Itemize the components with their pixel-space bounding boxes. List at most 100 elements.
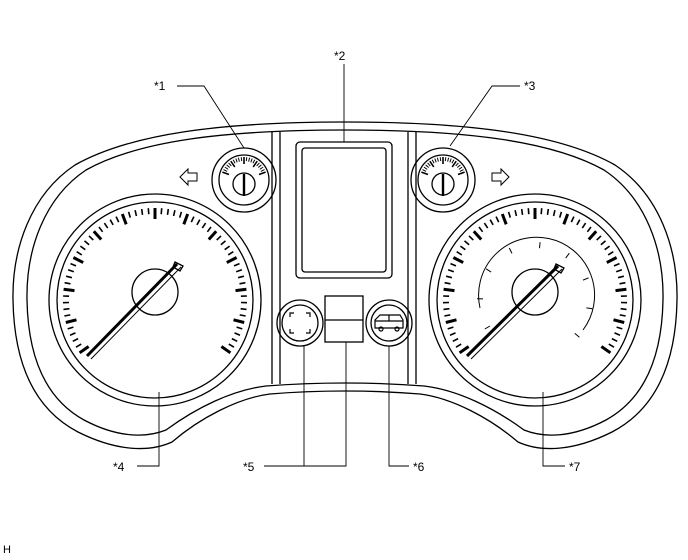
dial-tick xyxy=(576,219,581,226)
dial-tick xyxy=(64,314,71,317)
dial-tick xyxy=(546,208,550,216)
dial-tick xyxy=(527,208,530,215)
dial-tick xyxy=(245,157,248,162)
dial-tick xyxy=(103,222,109,229)
dial-tick xyxy=(613,262,620,267)
dial-tick xyxy=(224,245,231,251)
dial-tick xyxy=(604,245,611,251)
dial-tick xyxy=(109,219,114,226)
dial-tick xyxy=(615,287,627,293)
dial-tick xyxy=(72,337,79,343)
dial-tick xyxy=(463,240,470,246)
dial-tick xyxy=(570,216,575,223)
dial-tick xyxy=(452,337,459,343)
dial-tick xyxy=(447,326,454,330)
dial-tick xyxy=(252,160,258,168)
dial-tick xyxy=(223,169,228,172)
dial-tick xyxy=(485,268,492,273)
dial-tick xyxy=(240,157,243,162)
dial-tick xyxy=(127,211,132,218)
callout-2: *2 xyxy=(334,49,346,63)
dial-tick xyxy=(423,166,428,170)
dial-tick xyxy=(596,235,602,241)
dial-tick xyxy=(172,210,176,217)
dial-tick xyxy=(429,160,435,168)
leader-lines xyxy=(137,64,565,467)
dial-tick xyxy=(478,226,484,233)
dial-tick xyxy=(443,307,450,311)
dashed-square-icon xyxy=(289,312,311,334)
dial-tick xyxy=(489,219,494,226)
dial-tick xyxy=(484,325,491,330)
dial-tick xyxy=(78,345,90,355)
dial-tick xyxy=(220,345,232,355)
dial-tick xyxy=(252,159,256,164)
dial-tick xyxy=(586,307,593,310)
dial-tick xyxy=(65,318,77,324)
dial-tick xyxy=(228,162,232,167)
dial-tick xyxy=(447,157,450,162)
callout-5: *5 xyxy=(243,460,255,474)
dial-tick xyxy=(257,164,262,168)
dial-tick xyxy=(79,245,86,251)
sub-gauge-right xyxy=(410,147,476,213)
dial-tick xyxy=(449,332,456,336)
dial-tick xyxy=(451,160,457,168)
dial-tick xyxy=(508,247,513,254)
dial-tick xyxy=(552,210,556,217)
dial-tick xyxy=(472,230,483,241)
dial-tick xyxy=(427,162,431,167)
dial-tick xyxy=(227,251,234,256)
dial-tick xyxy=(166,208,170,216)
dial-tick xyxy=(600,240,607,246)
dial-tick xyxy=(76,251,83,256)
dial-tick xyxy=(558,211,563,218)
dial-tick xyxy=(220,240,227,246)
dial-tick xyxy=(451,159,455,164)
dial-tick xyxy=(445,318,457,324)
dial-tick xyxy=(452,256,464,264)
dial-tick xyxy=(457,171,465,176)
dial-tick xyxy=(72,256,84,264)
dial-tick xyxy=(67,269,75,273)
dial-tick xyxy=(63,307,70,311)
dial-tick xyxy=(514,210,518,217)
dial-tick xyxy=(436,157,439,162)
dial-tick xyxy=(178,211,183,218)
sub-gauge-left xyxy=(211,147,277,213)
dial-tick xyxy=(237,275,245,279)
dial-tick xyxy=(439,157,442,162)
dial-tick xyxy=(237,157,240,162)
dial-tick xyxy=(431,159,435,164)
multi-information-display xyxy=(295,141,393,279)
dial-tick xyxy=(611,337,618,343)
dial-tick xyxy=(587,230,598,241)
dial-tick xyxy=(562,213,570,225)
dial-tick xyxy=(67,326,74,330)
dial-tick xyxy=(582,277,589,281)
dial-tick xyxy=(256,162,260,167)
callout-3: *3 xyxy=(524,79,536,93)
dial-tick xyxy=(239,281,246,285)
dial-tick xyxy=(234,332,241,336)
dial-tick xyxy=(196,219,201,226)
dial-tick xyxy=(500,213,508,225)
dial-tick xyxy=(236,326,243,330)
left-gauge xyxy=(48,193,262,407)
right-gauge-needle xyxy=(465,263,565,360)
dial-tick xyxy=(248,157,251,162)
dial-tick xyxy=(468,235,474,241)
dial-tick xyxy=(75,343,82,348)
dial-tick xyxy=(259,166,264,170)
dial-tick xyxy=(483,222,489,229)
dial-tick xyxy=(134,210,138,217)
cluster-inner-bezel xyxy=(26,129,664,436)
dial-tick xyxy=(226,164,231,168)
dial-tick xyxy=(115,216,120,223)
dial-tick xyxy=(231,337,238,343)
callout-1: *1 xyxy=(154,79,166,93)
arrow-right-icon xyxy=(491,167,510,187)
dial-tick xyxy=(619,281,626,285)
dial-tick xyxy=(495,216,500,223)
dial-tick xyxy=(458,166,463,170)
